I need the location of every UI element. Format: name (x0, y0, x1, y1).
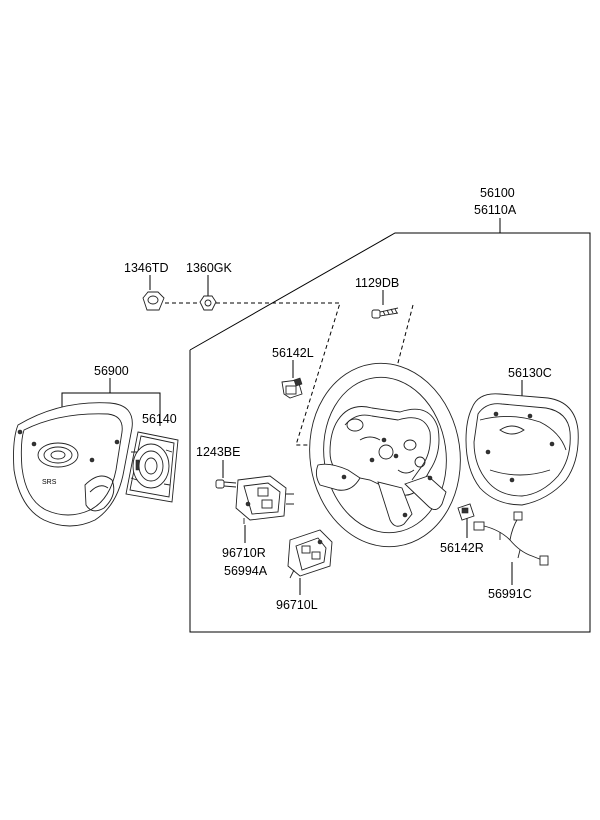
label-56142r: 56142R (440, 541, 484, 555)
label-56994a: 56994A (224, 564, 268, 578)
steering-wheel-icon (309, 362, 461, 548)
clock-spring-icon (125, 431, 179, 503)
switch-left-icon (287, 529, 333, 579)
label-96710l: 96710L (276, 598, 318, 612)
nut-part-icon (142, 291, 165, 311)
screw-part-icon (215, 479, 237, 489)
label-56900: 56900 (94, 364, 129, 378)
label-56140: 56140 (142, 412, 177, 426)
airbag-module-icon: SRS (13, 402, 133, 527)
bolt-part-icon (371, 307, 399, 319)
label-56991c: 56991C (488, 587, 532, 601)
label-56130c: 56130C (508, 366, 552, 380)
label-56100: 56100 (480, 186, 515, 200)
svg-text:SRS: SRS (42, 479, 57, 486)
leader-lines (61, 218, 523, 595)
assembly-frame (189, 232, 591, 633)
label-1346td: 1346TD (124, 261, 168, 275)
switch-right-icon (235, 475, 294, 524)
connector-right-icon (457, 503, 475, 521)
connector-left-icon (281, 377, 303, 399)
label-56110a: 56110A (474, 203, 517, 217)
label-56142l: 56142L (272, 346, 314, 360)
rear-cover-icon (465, 393, 579, 506)
part-labels: 56100 56110A 1346TD 1360GK 1129DB 56900 … (94, 186, 552, 612)
wiring-harness-icon (473, 511, 549, 566)
washer-part-icon (199, 295, 217, 311)
label-1360gk: 1360GK (186, 261, 233, 275)
label-1129db: 1129DB (355, 276, 399, 290)
label-1243be: 1243BE (196, 445, 240, 459)
label-96710r: 96710R (222, 546, 266, 560)
